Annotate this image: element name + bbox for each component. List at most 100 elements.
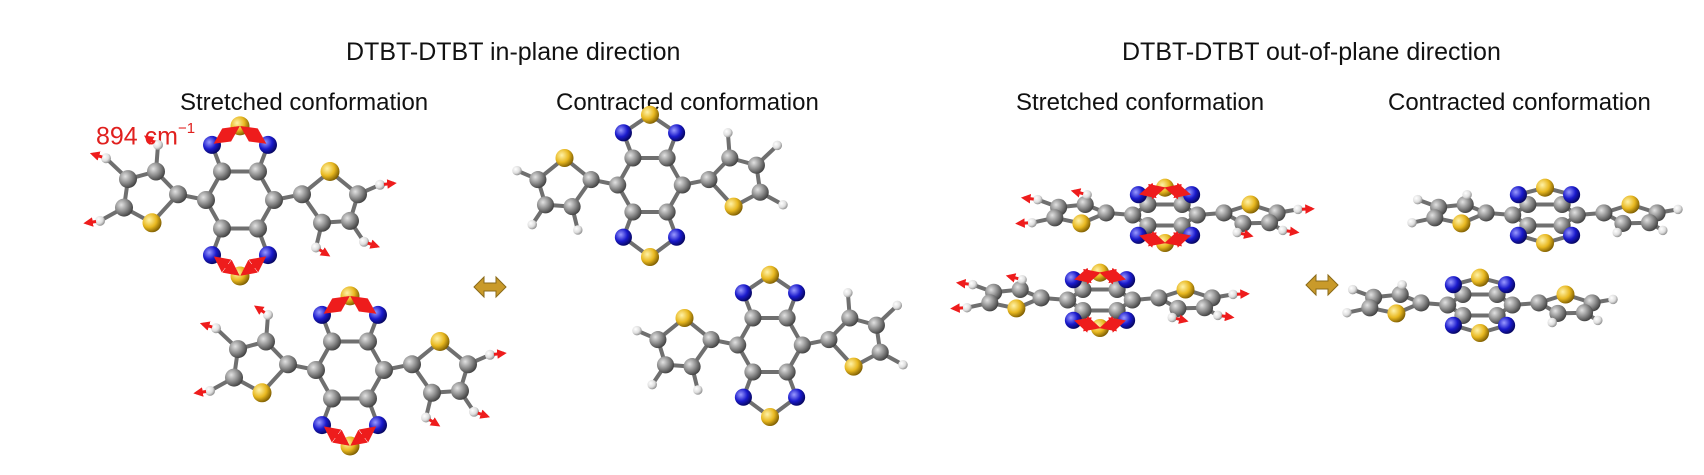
carbon-atom bbox=[721, 149, 739, 167]
displacement-arrow bbox=[1070, 188, 1084, 198]
hydrogen-atom bbox=[778, 200, 788, 210]
hydrogen-atom bbox=[512, 165, 522, 176]
displacement-arrow bbox=[1286, 226, 1300, 237]
hydrogen-atom bbox=[1213, 310, 1223, 321]
displacement-arrow bbox=[1005, 273, 1019, 283]
sulfur-atom bbox=[1452, 214, 1471, 233]
sulfur-atom bbox=[844, 357, 863, 376]
hydrogen-atom bbox=[359, 236, 369, 247]
carbon-atom bbox=[323, 389, 341, 408]
hydrogen-atom bbox=[647, 379, 657, 390]
sulfur-atom bbox=[1176, 280, 1195, 299]
molecule-model bbox=[512, 105, 788, 267]
nitrogen-atom bbox=[1563, 186, 1581, 204]
carbon-atom bbox=[1046, 209, 1064, 227]
hydrogen-atom bbox=[311, 242, 321, 253]
hydrogen-atom bbox=[1462, 189, 1472, 200]
frequency-exponent: −1 bbox=[177, 120, 196, 137]
carbon-atom bbox=[702, 331, 720, 349]
carbon-atom bbox=[658, 203, 676, 221]
carbon-atom bbox=[147, 162, 165, 181]
molecule-model bbox=[1407, 178, 1683, 253]
left-right-arrow-icon bbox=[1305, 273, 1339, 297]
hydrogen-atom bbox=[1342, 307, 1352, 318]
displacement-arrow bbox=[1164, 182, 1191, 200]
left-right-arrow-icon bbox=[473, 275, 507, 299]
displacement-arrow bbox=[1139, 182, 1166, 200]
displacement-arrow bbox=[1175, 314, 1189, 324]
carbon-atom bbox=[1640, 214, 1659, 232]
in-plane-title: DTBT-DTBT in-plane direction bbox=[346, 38, 681, 66]
nitrogen-atom bbox=[1509, 186, 1527, 204]
out-of-plane-contracted-label: Contracted conformation bbox=[1388, 89, 1651, 116]
molecule-model bbox=[83, 116, 397, 286]
sulfur-atom bbox=[1072, 214, 1091, 233]
carbon-atom bbox=[1530, 294, 1548, 312]
carbon-atom bbox=[778, 363, 796, 381]
carbon-atom bbox=[751, 183, 769, 201]
sulfur-atom bbox=[640, 105, 660, 124]
hydrogen-atom bbox=[1167, 312, 1177, 323]
carbon-atom bbox=[249, 219, 267, 238]
displacement-arrow bbox=[1015, 218, 1029, 228]
carbon-atom bbox=[1169, 299, 1187, 317]
carbon-atom bbox=[225, 368, 243, 387]
displacement-arrow bbox=[193, 387, 207, 397]
sulfur-atom bbox=[1556, 285, 1575, 304]
displacement-arrow bbox=[240, 126, 267, 144]
hydrogen-atom bbox=[1593, 315, 1603, 326]
nitrogen-atom bbox=[1498, 316, 1516, 334]
displacement-arrow bbox=[1099, 316, 1126, 333]
hydrogen-atom bbox=[1673, 204, 1683, 215]
displacement-arrow bbox=[253, 305, 266, 315]
carbon-atom bbox=[609, 176, 627, 194]
carbon-atom bbox=[624, 203, 642, 221]
sulfur-atom bbox=[1621, 195, 1640, 214]
carbon-atom bbox=[624, 149, 642, 167]
hydrogen-atom bbox=[1397, 279, 1407, 290]
hydrogen-atom bbox=[205, 385, 215, 396]
sulfur-atom bbox=[142, 213, 162, 233]
carbon-atom bbox=[1503, 296, 1521, 314]
carbon-atom bbox=[1549, 304, 1567, 322]
nitrogen-atom bbox=[668, 124, 686, 142]
displacement-arrow bbox=[240, 256, 267, 276]
carbon-atom bbox=[115, 198, 133, 217]
carbon-atom bbox=[1124, 206, 1142, 224]
carbon-atom bbox=[729, 336, 747, 354]
hydrogen-atom bbox=[772, 140, 783, 151]
sulfur-atom bbox=[1535, 233, 1555, 253]
displacement-arrow bbox=[493, 349, 507, 359]
sulfur-atom bbox=[1470, 323, 1490, 343]
carbon-atom bbox=[229, 340, 247, 359]
out-of-plane-title: DTBT-DTBT out-of-plane direction bbox=[1122, 38, 1501, 66]
displacement-arrow bbox=[83, 217, 97, 227]
nitrogen-atom bbox=[668, 228, 686, 246]
carbon-atom bbox=[359, 332, 377, 351]
hydrogen-atom bbox=[1547, 317, 1557, 328]
hydrogen-atom bbox=[421, 412, 431, 423]
carbon-atom bbox=[341, 211, 359, 230]
carbon-atom bbox=[213, 219, 231, 238]
sulfur-atom bbox=[760, 265, 780, 284]
carbon-atom bbox=[1215, 204, 1233, 222]
hydrogen-atom bbox=[1412, 194, 1423, 205]
displacement-arrow bbox=[323, 296, 350, 314]
carbon-atom bbox=[1568, 206, 1586, 224]
carbon-atom bbox=[871, 343, 889, 361]
carbon-atom bbox=[1195, 299, 1214, 317]
frequency-value: 894 cm bbox=[96, 122, 178, 151]
nitrogen-atom bbox=[614, 124, 632, 142]
carbon-atom bbox=[1391, 285, 1409, 304]
carbon-atom bbox=[375, 361, 393, 379]
in-plane-stretched-label: Stretched conformation bbox=[180, 89, 429, 116]
nitrogen-atom bbox=[1444, 316, 1462, 334]
sulfur-atom bbox=[430, 332, 450, 351]
hydrogen-atom bbox=[1228, 289, 1238, 300]
sulfur-atom bbox=[1007, 299, 1026, 318]
nitrogen-atom bbox=[734, 284, 752, 302]
hydrogen-atom bbox=[723, 128, 733, 138]
displacement-arrow bbox=[1240, 229, 1254, 239]
sulfur-atom bbox=[675, 308, 694, 328]
hydrogen-atom bbox=[1027, 217, 1037, 228]
